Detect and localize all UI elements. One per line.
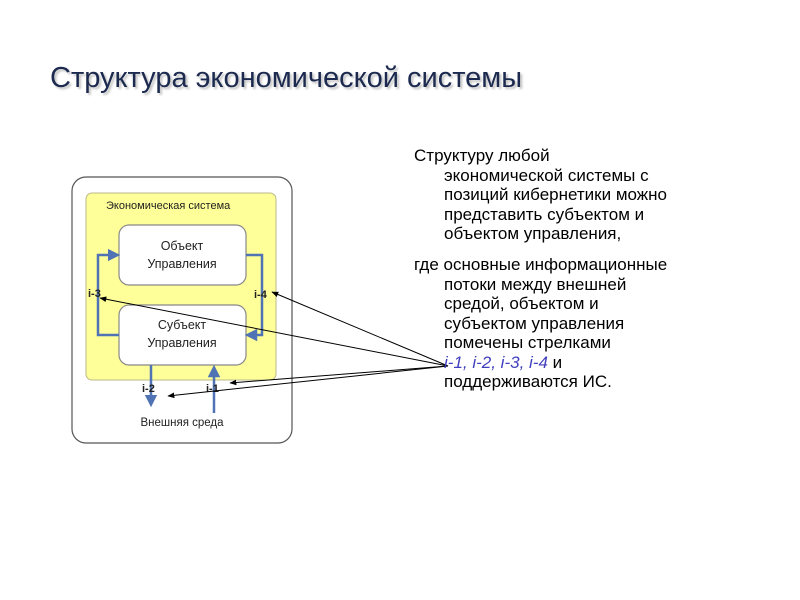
- pointer-line-i2: [167, 365, 449, 399]
- economic-system-label: Экономическая система: [106, 200, 231, 212]
- flow-arrow-i4: [244, 253, 264, 342]
- text-line: Структуру любой: [414, 146, 550, 165]
- object-box: [118, 224, 247, 286]
- flow-label-i2: i-2: [142, 383, 155, 395]
- text-line: где основные информационные: [414, 255, 668, 274]
- text-line: объектом управления,: [444, 224, 622, 243]
- object-label-line2: Управления: [147, 257, 216, 271]
- pointer-line-i1: [229, 365, 449, 386]
- environment-label: Внешняя среда: [140, 417, 224, 429]
- text-line: экономической системы с: [444, 165, 649, 185]
- subject-label-line1: Субъект: [158, 318, 207, 332]
- flow-label-i3: i-3: [88, 288, 101, 300]
- text-line: представить субъектом и: [444, 204, 645, 224]
- text-line: потоки между внешней: [444, 274, 627, 294]
- flows-highlight: i-1, i-2, i-3, i-4: [444, 352, 548, 372]
- page-title: Структура экономической системы: [50, 62, 523, 94]
- text-line: средой, объектом и: [444, 294, 599, 313]
- subject-label-line2: Управления: [147, 336, 216, 350]
- object-label-line1: Объект: [161, 239, 204, 253]
- flow-label-i4: i-4: [254, 289, 268, 301]
- paragraph-intro: Структуру любой экономической системы с …: [414, 146, 774, 244]
- flow-label-i1: i-1: [206, 383, 219, 395]
- flow-arrow-i3: [96, 248, 121, 337]
- flows-line: i-1, i-2, i-3, i-4 и: [414, 353, 784, 373]
- pointer-line-i3: [99, 296, 449, 367]
- flows-suffix: и: [547, 352, 563, 372]
- paragraph-flows: где основные информационные потоки между…: [414, 255, 784, 392]
- text-line: позиций кибернетики можно: [444, 185, 667, 204]
- text-line: помечены стрелками: [444, 333, 611, 352]
- text-line: поддерживаются ИС.: [444, 372, 612, 391]
- text-line: субъектом управления: [444, 313, 625, 333]
- pointer-line-i4: [271, 291, 449, 367]
